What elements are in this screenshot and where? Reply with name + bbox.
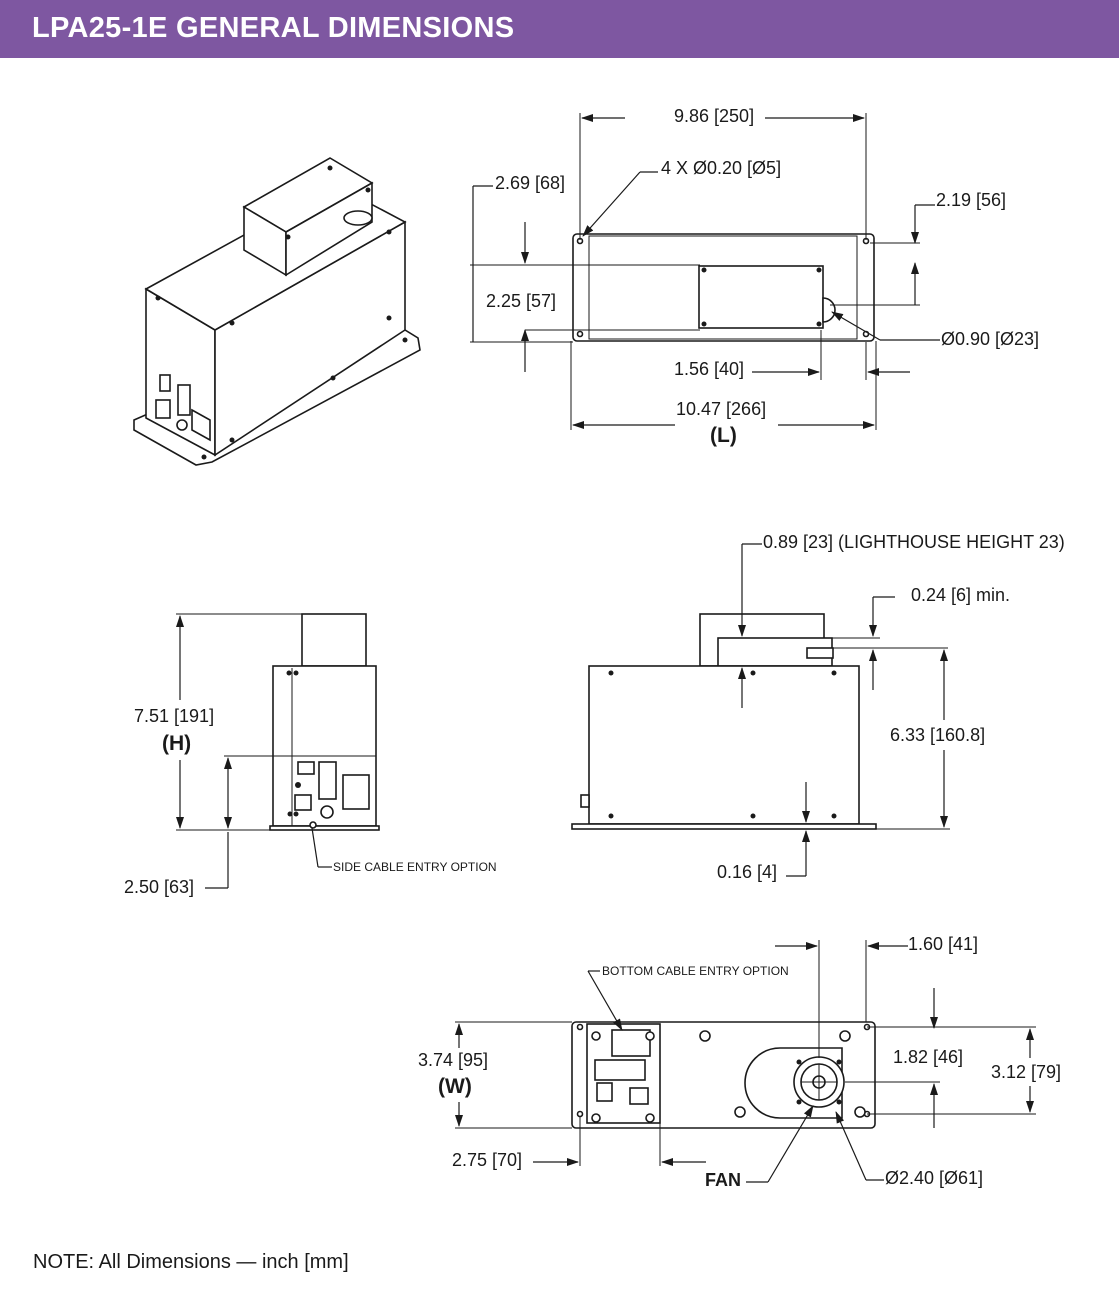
- dim-lighthouse-offset: 1.56 [40]: [674, 359, 744, 379]
- dim-left-offset: 2.69 [68]: [495, 173, 565, 193]
- label-length: (L): [710, 424, 737, 447]
- top-view: 9.86 [250] 4 X Ø0.20 [Ø5] 2.69 [68] 2.25…: [470, 106, 1039, 447]
- title-banner: LPA25-1E GENERAL DIMENSIONS: [0, 0, 1119, 58]
- dimensions-note: NOTE: All Dimensions — inch [mm]: [33, 1251, 349, 1273]
- label-fan: FAN: [705, 1170, 741, 1190]
- dim-base-length: 10.47 [266]: [676, 399, 766, 419]
- label-side-cable: SIDE CABLE ENTRY OPTION: [333, 860, 497, 874]
- dim-height: 7.51 [191]: [134, 706, 214, 726]
- dim-min-gap: 0.24 [6] min.: [911, 585, 1010, 605]
- dim-fan-offset: 1.82 [46]: [893, 1047, 963, 1067]
- label-height: (H): [162, 732, 191, 755]
- dim-fan-dia: Ø2.40 [Ø61]: [885, 1168, 983, 1188]
- dim-body-height: 6.33 [160.8]: [890, 725, 985, 745]
- dim-panel-offset: 2.75 [70]: [452, 1150, 522, 1170]
- dim-lighthouse-height: 0.89 [23] (LIGHTHOUSE HEIGHT 23): [763, 532, 1065, 552]
- dim-hole-spacing: 3.12 [79]: [991, 1062, 1061, 1082]
- side-view: 0.89 [23] (LIGHTHOUSE HEIGHT 23) 0.24 [6…: [571, 532, 1065, 882]
- page-title: LPA25-1E GENERAL DIMENSIONS: [32, 12, 515, 44]
- bottom-view: 1.60 [41] BOTTOM CABLE ENTRY OPTION 3.74…: [418, 934, 1061, 1190]
- dim-width: 3.74 [95]: [418, 1050, 488, 1070]
- dim-holes: 4 X Ø0.20 [Ø5]: [661, 158, 781, 178]
- dim-overall-length: 9.86 [250]: [674, 106, 754, 126]
- dim-lighthouse-dia: Ø0.90 [Ø23]: [941, 329, 1039, 349]
- dim-bottom-right-offset: 1.60 [41]: [908, 934, 978, 954]
- label-width: (W): [438, 1075, 472, 1098]
- dim-depth: 2.25 [57]: [486, 291, 556, 311]
- dim-lower-height: 2.50 [63]: [124, 877, 194, 897]
- dim-base-thickness: 0.16 [4]: [717, 862, 777, 882]
- dim-right-offset: 2.19 [56]: [936, 190, 1006, 210]
- label-bottom-cable: BOTTOM CABLE ENTRY OPTION: [602, 964, 789, 978]
- isometric-view: [133, 157, 421, 466]
- end-view: 7.51 [191] (H) 2.50 [63] SIDE CABLE ENTR…: [124, 613, 497, 897]
